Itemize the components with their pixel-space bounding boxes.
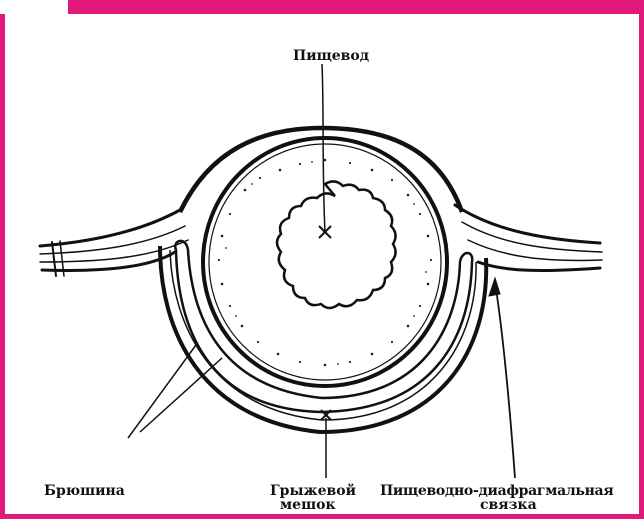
label-hernia-sac-line1: Грыжевой [270, 484, 356, 498]
label-esophagus: Пищевод [293, 49, 369, 63]
diaphragm-right [455, 205, 602, 270]
leader-ligament-arrow [489, 278, 515, 478]
label-ligament-line1: Пищеводно-диафрагмальная [380, 484, 613, 498]
esophagus-wall [203, 138, 447, 386]
label-ligament-line2: связка [480, 498, 537, 512]
label-peritoneum: Брюшина [44, 484, 125, 498]
label-hernia-sac-line2: мешок [280, 498, 336, 512]
diaphragm-left [40, 210, 188, 276]
